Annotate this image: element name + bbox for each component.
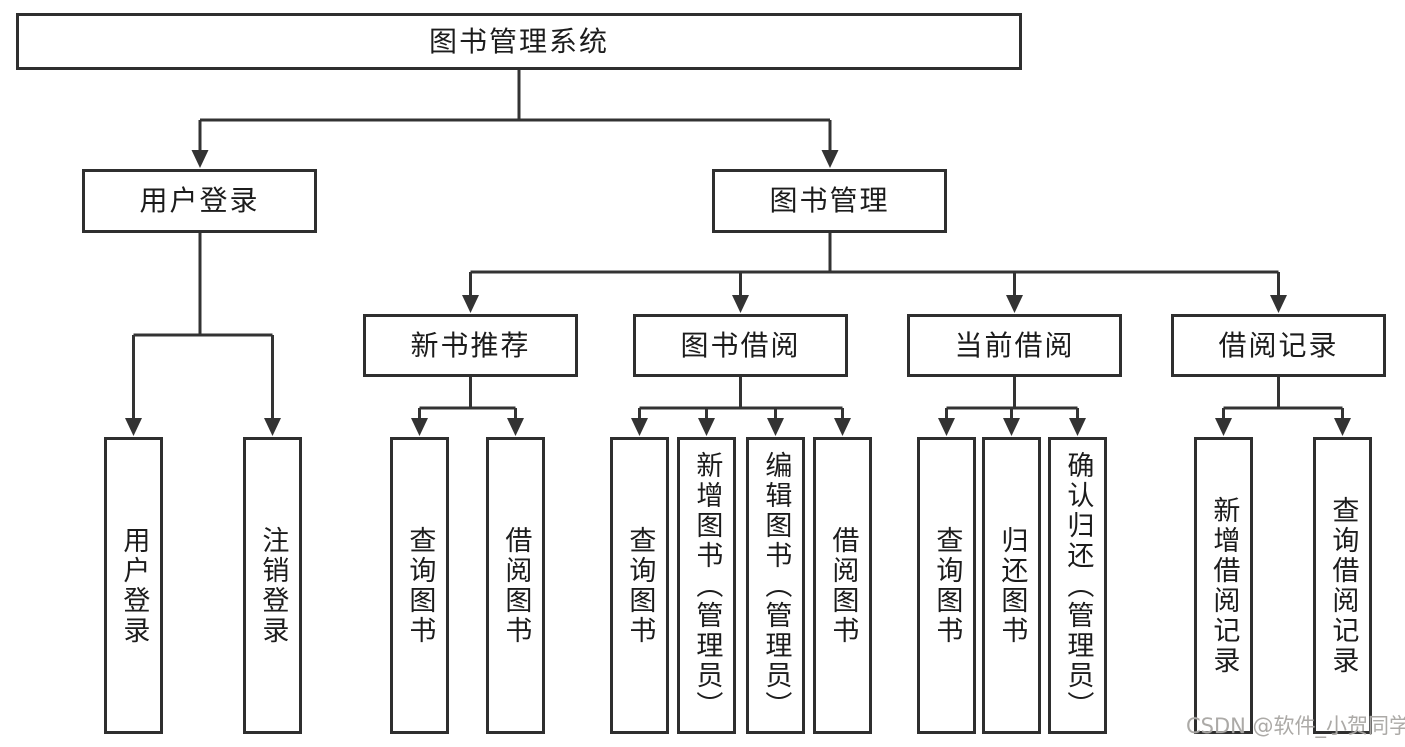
leaf-edit-book-admin: 编辑图书（管理员） [746,437,805,734]
node-new-book-recommendation: 新书推荐 [363,314,578,377]
node-label: 查询借阅记录 [1327,495,1359,676]
leaf-return-books: 归还图书 [982,437,1041,734]
leaf-logout: 注销登录 [243,437,302,734]
connector-root-to-level2 [191,69,839,168]
node-label: 查询图书 [931,525,963,646]
leaf-query-books-current: 查询图书 [917,437,976,734]
connector-new-book-recommendation-to-leaves [411,377,524,436]
node-label: 借阅图书 [500,525,532,646]
leaf-add-book-admin: 新增图书（管理员） [677,437,736,734]
node-label: 新增图书（管理员） [691,450,723,721]
leaf-borrow-books-recommend: 借阅图书 [486,437,545,734]
node-library-management-system: 图书管理系统 [16,13,1022,70]
watermark: CSDN @软件_小贺同学 [1186,714,1405,738]
leaf-query-books-borrowing: 查询图书 [610,437,669,734]
node-label: 图书借阅 [680,328,801,362]
node-label: 当前借阅 [954,328,1075,362]
node-label: 用户登录 [118,525,150,646]
node-label: 用户登录 [139,184,260,217]
leaf-query-books-recommend: 查询图书 [390,437,449,734]
node-label: 借阅图书 [827,525,859,646]
node-label: 图书管理 [769,184,890,217]
leaf-user-login: 用户登录 [104,437,163,734]
node-current-borrowing: 当前借阅 [907,314,1122,377]
connector-book-management-to-level3 [462,233,1287,313]
node-label: 借阅记录 [1218,328,1339,362]
leaf-add-borrow-record: 新增借阅记录 [1194,437,1253,734]
leaf-confirm-return-admin: 确认归还（管理员） [1048,437,1107,734]
node-label: 确认归还（管理员） [1062,450,1094,721]
connector-book-borrowing-to-leaves [631,377,851,436]
connector-user-login-to-leaves [125,233,281,436]
node-label: 新增借阅记录 [1208,495,1240,676]
node-label: 归还图书 [996,525,1028,646]
node-label: 查询图书 [624,525,656,646]
node-book-borrowing: 图书借阅 [633,314,848,377]
node-label: 编辑图书（管理员） [760,450,792,721]
node-user-login: 用户登录 [82,169,317,233]
node-label: 查询图书 [404,525,436,646]
node-label: 图书管理系统 [428,24,609,58]
node-label: 注销登录 [257,525,289,646]
connector-current-borrowing-to-leaves [938,377,1086,436]
connector-borrowing-records-to-leaves [1215,377,1351,436]
node-book-management: 图书管理 [712,169,947,233]
node-label: 新书推荐 [410,328,531,362]
leaf-query-borrow-record: 查询借阅记录 [1313,437,1372,734]
leaf-borrow-books: 借阅图书 [813,437,872,734]
node-borrowing-records: 借阅记录 [1171,314,1386,377]
